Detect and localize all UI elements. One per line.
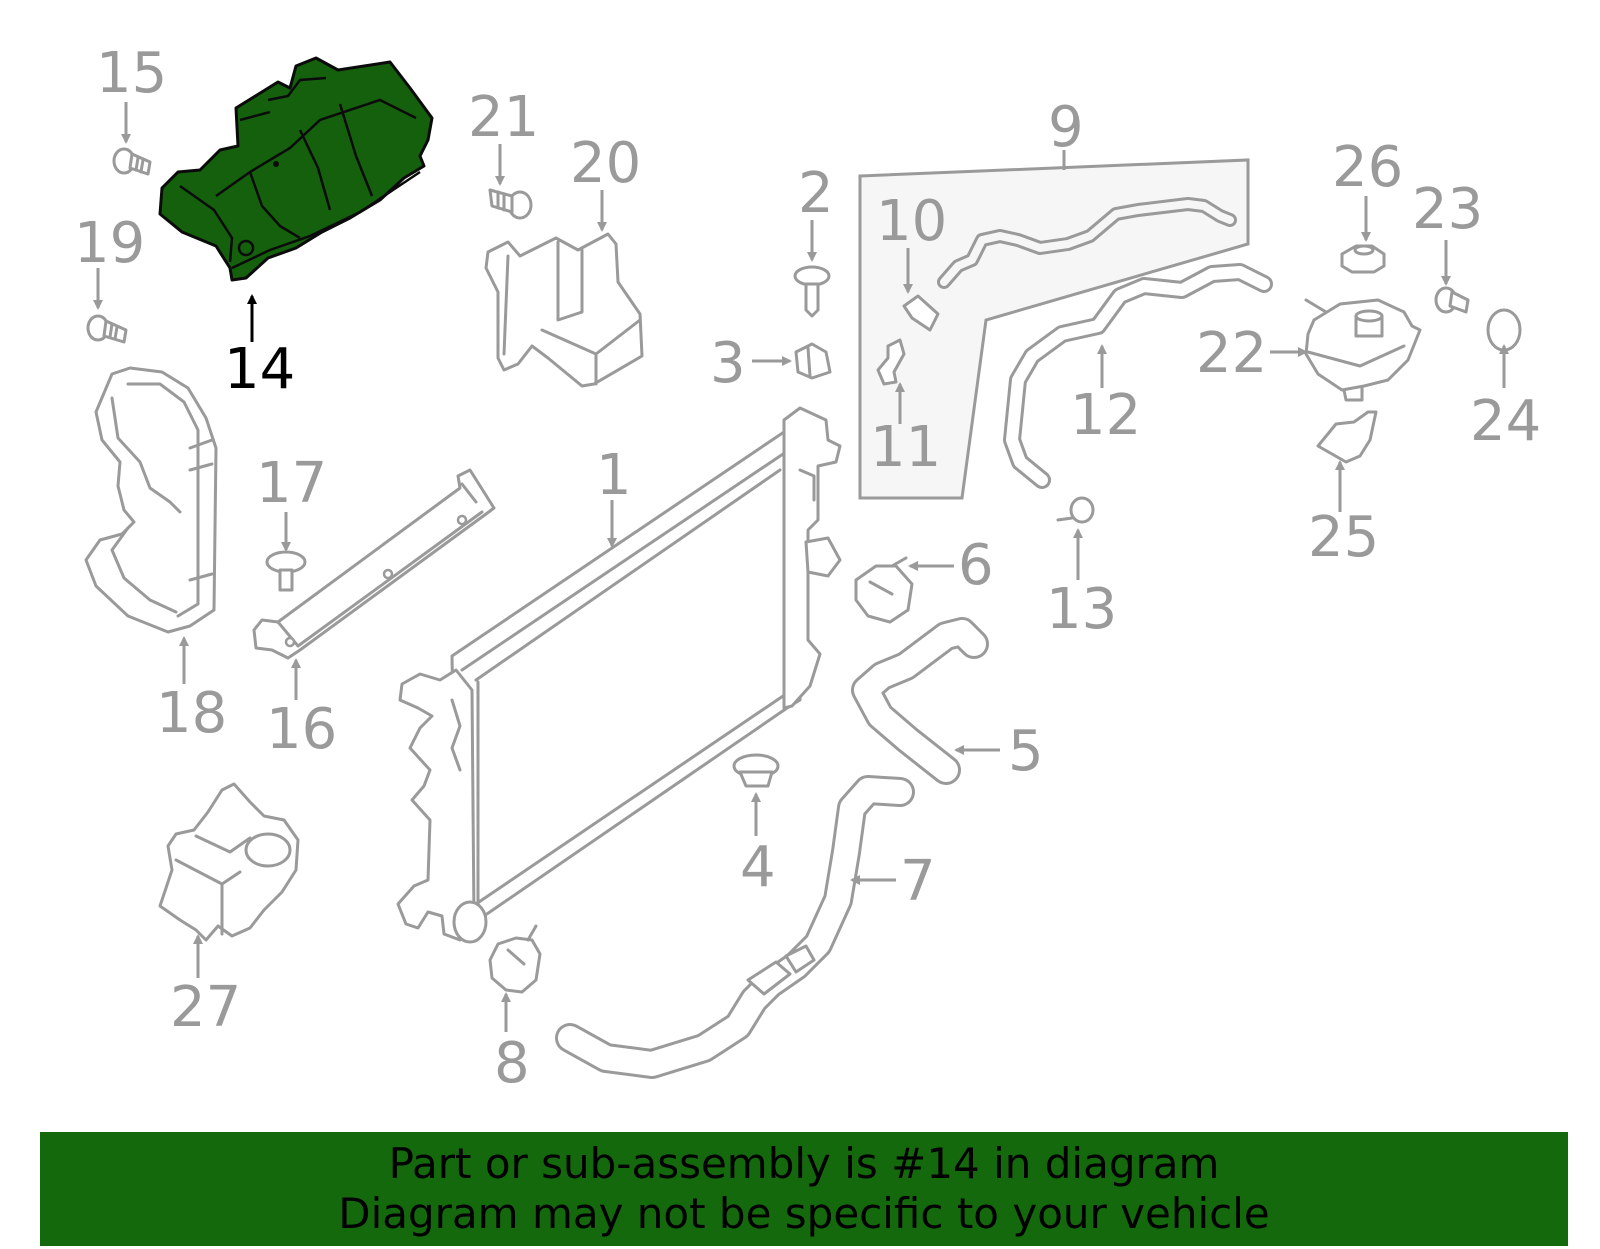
part-12-hose[interactable]	[1003, 263, 1273, 489]
part-1-radiator[interactable]	[396, 406, 842, 944]
part-24-cap[interactable]	[1486, 308, 1522, 352]
callout-17: 17	[256, 451, 327, 516]
callout-9: 9	[1048, 95, 1084, 160]
part-3-grommet[interactable]	[794, 342, 832, 380]
callout-2: 2	[798, 161, 834, 226]
part-26-nut[interactable]	[1340, 244, 1386, 274]
part-17-clip[interactable]	[265, 550, 307, 592]
callout-27: 27	[170, 975, 241, 1040]
part-13-clamp[interactable]	[1056, 496, 1095, 524]
leader-lines	[93, 102, 1509, 1032]
callout-12: 12	[1070, 383, 1141, 448]
callout-26: 26	[1332, 135, 1403, 200]
part-5-hose[interactable]	[851, 617, 989, 785]
callout-1: 1	[596, 443, 632, 508]
callout-8: 8	[494, 1031, 530, 1096]
callout-19: 19	[74, 211, 145, 276]
callout-3: 3	[710, 331, 746, 396]
part-11-bracket[interactable]	[876, 338, 906, 386]
part-22-reservoir[interactable]	[1304, 298, 1422, 402]
callout-10: 10	[876, 189, 947, 254]
part-7-hose[interactable]	[555, 775, 915, 1079]
banner-line-2: Diagram may not be specific to your vehi…	[338, 1189, 1270, 1238]
part-8-clamp[interactable]	[488, 924, 542, 994]
callout-6: 6	[958, 533, 994, 598]
callout-20: 20	[570, 131, 641, 196]
part-20-deflector[interactable]	[484, 232, 644, 388]
callout-14: 14	[224, 337, 295, 402]
callout-13: 13	[1046, 577, 1117, 642]
callout-18: 18	[156, 681, 227, 746]
banner-line-1: Part or sub-assembly is #14 in diagram	[388, 1139, 1220, 1188]
callout-21: 21	[468, 85, 539, 150]
part-2-clip[interactable]	[793, 265, 831, 318]
callout-23: 23	[1412, 177, 1483, 242]
callout-5: 5	[1008, 719, 1044, 784]
part-14-radiator-cover[interactable]	[158, 56, 434, 282]
part-15-bolt[interactable]	[112, 147, 152, 176]
part-21-bolt[interactable]	[488, 188, 533, 220]
callout-7: 7	[900, 849, 936, 914]
callout-25: 25	[1308, 505, 1379, 570]
info-banner: Part or sub-assembly is #14 in diagram D…	[40, 1132, 1568, 1246]
part-19-bolt[interactable]	[86, 314, 128, 344]
part-25-bracket[interactable]	[1316, 410, 1378, 464]
part-16-bracket[interactable]	[252, 468, 496, 660]
part-9-hose-assembly[interactable]	[858, 158, 1250, 500]
part-18-side-seal[interactable]	[84, 366, 218, 634]
part-10-clamp[interactable]	[902, 294, 940, 332]
callout-24: 24	[1470, 389, 1541, 454]
callout-4: 4	[740, 835, 776, 900]
callout-22: 22	[1196, 321, 1267, 386]
part-23-bolt[interactable]	[1434, 286, 1470, 314]
callout-11: 11	[870, 415, 941, 480]
part-4-plug[interactable]	[732, 753, 780, 788]
part-6-clamp[interactable]	[854, 556, 914, 624]
part-27-module[interactable]	[158, 782, 300, 942]
callout-15: 15	[96, 41, 167, 106]
callout-numbers: 15 19 14 21 20 9 2 10 3 11 12 13 26 23 2…	[74, 41, 1541, 1096]
callout-16: 16	[266, 697, 337, 762]
